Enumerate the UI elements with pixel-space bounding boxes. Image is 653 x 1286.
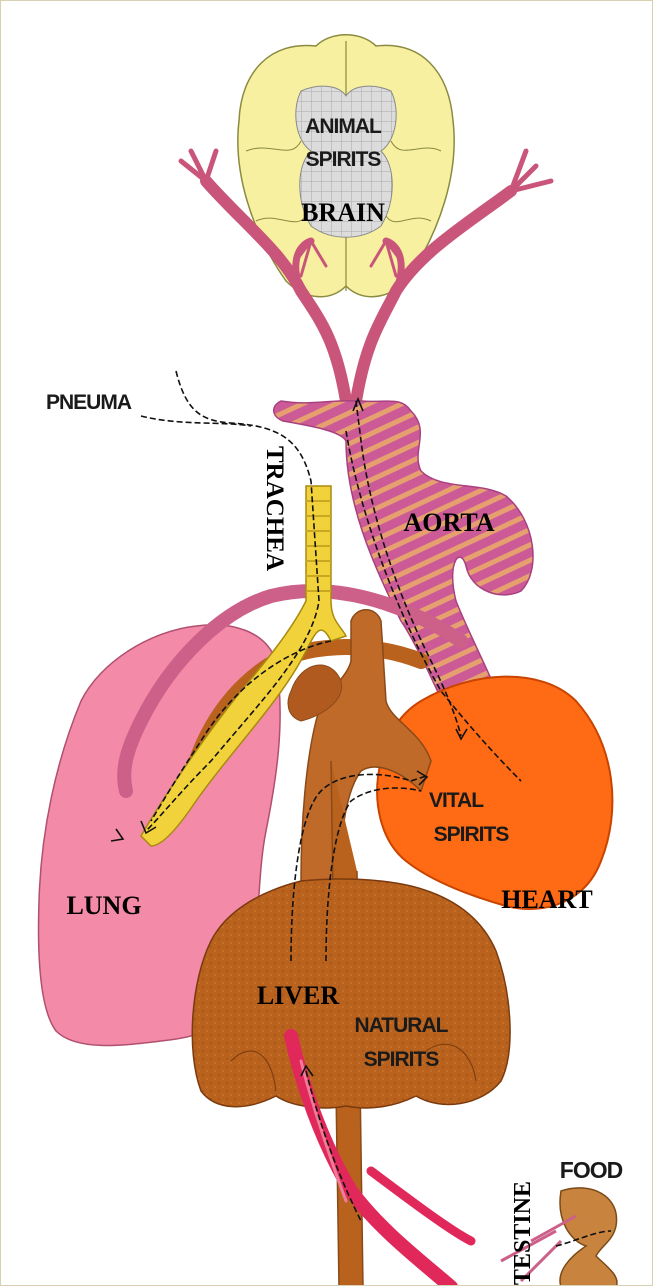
- label-lung: LUNG: [66, 891, 141, 920]
- label-heart: HEART: [501, 885, 593, 914]
- label-trachea: TRACHEA: [261, 446, 288, 571]
- label-pneuma: PNEUMA: [46, 391, 132, 414]
- label-natural-spirits-line2: SPIRITS: [364, 1048, 440, 1071]
- label-food: FOOD: [560, 1157, 623, 1183]
- label-aorta: AORTA: [403, 508, 494, 537]
- label-vital-spirits-line1: VITAL: [429, 789, 484, 812]
- label-liver: LIVER: [257, 981, 340, 1010]
- label-vital-spirits-line2: SPIRITS: [434, 823, 510, 846]
- label-animal-spirits-line2: SPIRITS: [306, 148, 382, 171]
- label-intestine: INTESTINE: [510, 1181, 536, 1286]
- heart-organ: [377, 677, 612, 909]
- label-animal-spirits-line1: ANIMAL: [305, 115, 382, 138]
- liver-organ: [192, 879, 510, 1108]
- label-brain: BRAIN: [301, 198, 385, 227]
- label-natural-spirits-line1: NATURAL: [355, 1014, 449, 1037]
